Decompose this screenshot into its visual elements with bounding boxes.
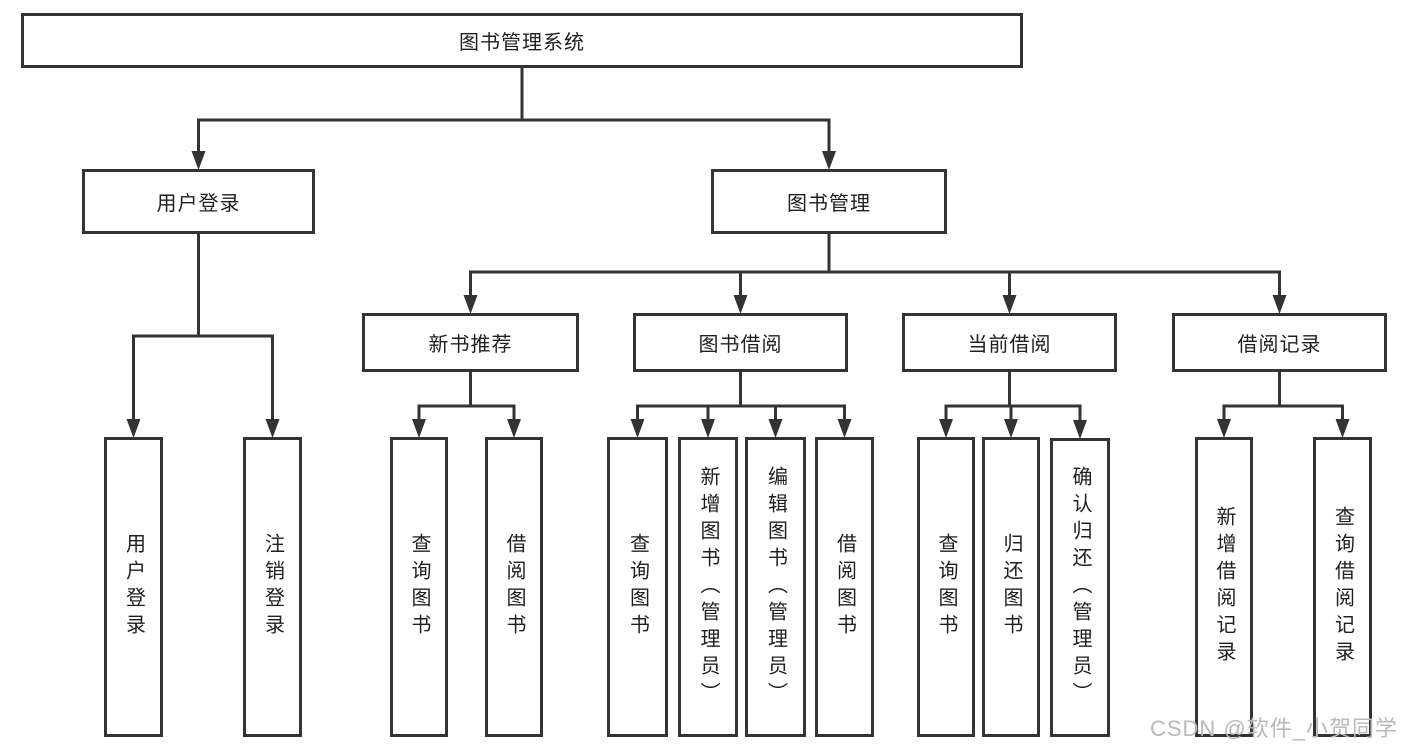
arrowhead-icon — [1272, 295, 1287, 314]
node-leaf-query-book-1: 查询图书 — [390, 437, 448, 737]
node-leaf-user-login: 用户登录 — [104, 437, 163, 737]
arrowhead-icon — [822, 151, 836, 170]
node-leaf-logout: 注销登录 — [243, 437, 302, 737]
node-leaf-query-book-2: 查询图书 — [607, 437, 668, 737]
arrowhead-icon — [507, 419, 521, 438]
node-label-borrow-records: 借阅记录 — [1237, 334, 1322, 356]
node-label-leaf-add-book: 新增图书（管理员） — [697, 465, 719, 709]
node-user-login: 用户登录 — [82, 169, 315, 234]
node-label-current-borrow: 当前借阅 — [967, 334, 1052, 356]
node-leaf-confirm-return: 确认归还（管理员） — [1050, 438, 1110, 737]
arrowhead-icon — [733, 295, 748, 314]
arrowhead-icon — [1002, 295, 1017, 314]
arrowhead-icon — [126, 419, 141, 438]
node-label-book-mgmt: 图书管理 — [787, 193, 871, 215]
node-label-book-borrow: 图书借阅 — [698, 334, 783, 356]
arrowhead-icon — [463, 295, 478, 314]
node-leaf-add-book: 新增图书（管理员） — [678, 437, 738, 737]
node-root: 图书管理系统 — [21, 13, 1023, 68]
node-leaf-query-book-3: 查询图书 — [917, 437, 975, 737]
arrowhead-icon — [939, 419, 953, 438]
node-new-book-rec: 新书推荐 — [362, 313, 579, 372]
arrowhead-icon — [630, 419, 645, 438]
node-leaf-borrow-book-2: 借阅图书 — [815, 437, 874, 737]
node-label-leaf-add-borrow-record: 新增借阅记录 — [1213, 506, 1235, 668]
arrowhead-icon — [701, 419, 715, 438]
node-leaf-add-borrow-record: 新增借阅记录 — [1195, 437, 1253, 737]
node-label-leaf-query-book-3: 查询图书 — [935, 533, 957, 641]
node-label-leaf-user-login: 用户登录 — [122, 533, 145, 641]
arrowhead-icon — [265, 419, 280, 438]
node-label-leaf-query-borrow-record: 查询借阅记录 — [1331, 506, 1354, 668]
node-leaf-return-book: 归还图书 — [982, 437, 1040, 737]
arrowhead-icon — [768, 419, 783, 438]
node-label-user-login: 用户登录 — [156, 193, 241, 215]
arrowhead-icon — [1004, 419, 1018, 438]
node-label-leaf-query-book-1: 查询图书 — [408, 533, 430, 641]
node-label-leaf-borrow-book-2: 借阅图书 — [833, 533, 856, 641]
node-borrow-records: 借阅记录 — [1172, 313, 1387, 372]
node-label-leaf-borrow-book-1: 借阅图书 — [503, 533, 525, 641]
node-book-mgmt: 图书管理 — [711, 169, 947, 234]
node-label-leaf-edit-book: 编辑图书（管理员） — [764, 465, 787, 709]
node-leaf-edit-book: 编辑图书（管理员） — [745, 437, 806, 737]
arrowhead-icon — [1217, 419, 1231, 438]
arrowhead-icon — [837, 419, 852, 438]
node-label-leaf-confirm-return: 确认归还（管理员） — [1069, 466, 1091, 709]
arrowhead-icon — [191, 151, 206, 170]
node-book-borrow: 图书借阅 — [633, 313, 848, 372]
node-label-root: 图书管理系统 — [459, 32, 585, 54]
watermark: CSDN @软件_小贺同学 — [1149, 716, 1398, 741]
node-leaf-borrow-book-1: 借阅图书 — [485, 437, 543, 737]
node-label-new-book-rec: 新书推荐 — [428, 334, 513, 356]
node-leaf-query-borrow-record: 查询借阅记录 — [1313, 437, 1372, 737]
arrowhead-icon — [1073, 420, 1087, 439]
node-label-leaf-return-book: 归还图书 — [1000, 533, 1022, 641]
arrowhead-icon — [412, 419, 426, 438]
node-current-borrow: 当前借阅 — [902, 313, 1117, 372]
node-label-leaf-query-book-2: 查询图书 — [626, 533, 649, 641]
node-label-leaf-logout: 注销登录 — [261, 533, 284, 641]
arrowhead-icon — [1335, 419, 1350, 438]
